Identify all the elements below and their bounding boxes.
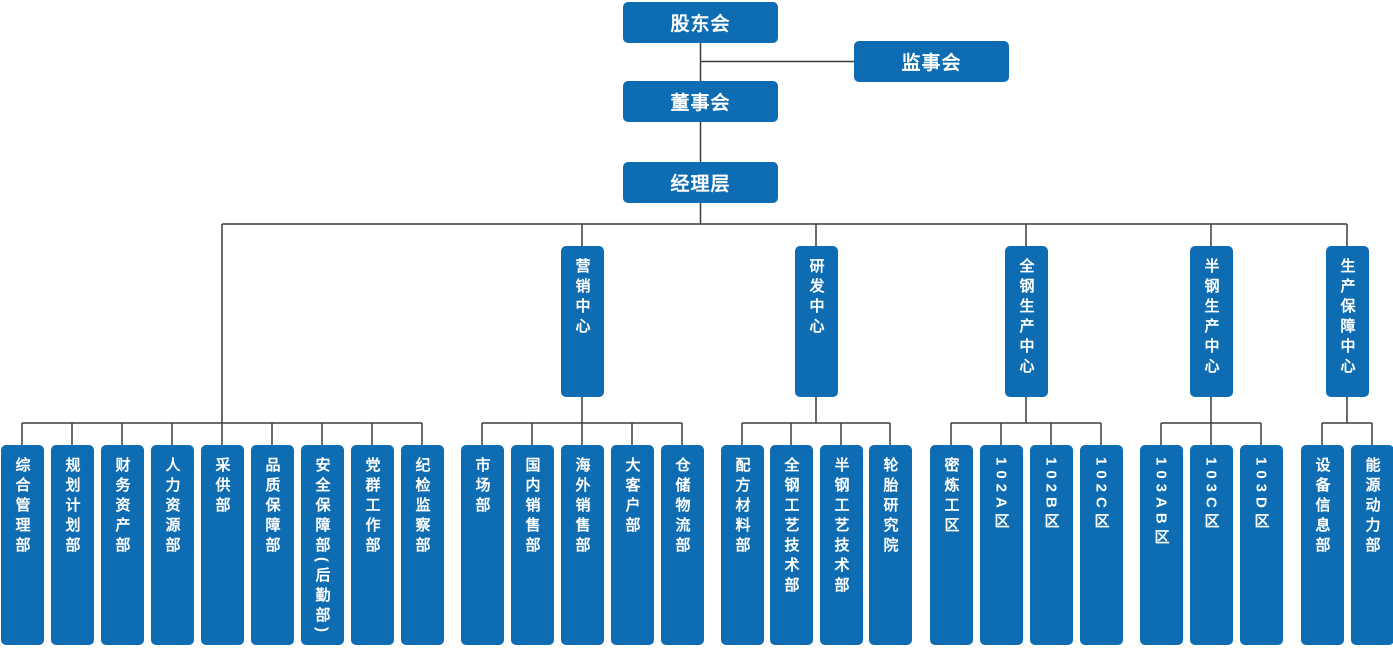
center-child-node: 103AB区: [1139, 445, 1183, 645]
functional-dept-node: 安全保障部(后勤部): [300, 445, 344, 645]
center-child-node: 轮胎研究院: [868, 445, 912, 645]
center-node: 研发中心: [794, 246, 838, 397]
center-node: 营销中心: [560, 246, 604, 397]
functional-dept-node: 品质保障部: [250, 445, 294, 645]
functional-dept-node: 规划计划部: [50, 445, 94, 645]
functional-dept-node: 纪检监察部: [400, 445, 444, 645]
center-child-node: 设备信息部: [1300, 445, 1344, 645]
center-child-node: 103C区: [1189, 445, 1233, 645]
center-node: 生产保障中心: [1325, 246, 1369, 397]
functional-dept-node: 采供部: [200, 445, 244, 645]
center-child-node: 大客户部: [610, 445, 654, 645]
center-child-node: 全钢工艺技术部: [769, 445, 813, 645]
center-node: 全钢生产中心: [1004, 246, 1048, 397]
center-child-node: 配方材料部: [720, 445, 764, 645]
center-child-node: 102B区: [1029, 445, 1073, 645]
center-child-node: 密炼工区: [929, 445, 973, 645]
center-child-node: 半钢工艺技术部: [819, 445, 863, 645]
functional-dept-node: 党群工作部: [350, 445, 394, 645]
center-node: 半钢生产中心: [1189, 246, 1233, 397]
center-child-node: 103D区: [1239, 445, 1283, 645]
node-supervisory-board: 监事会: [854, 41, 1009, 82]
node-board-of-directors: 董事会: [623, 81, 778, 122]
functional-dept-node: 人力资源部: [150, 445, 194, 645]
node-shareholders: 股东会: [623, 2, 778, 43]
center-child-node: 仓储物流部: [660, 445, 704, 645]
center-child-node: 102C区: [1079, 445, 1123, 645]
node-management: 经理层: [623, 162, 778, 203]
center-child-node: 市场部: [460, 445, 504, 645]
functional-dept-node: 财务资产部: [100, 445, 144, 645]
center-child-node: 国内销售部: [510, 445, 554, 645]
center-child-node: 102A区: [979, 445, 1023, 645]
functional-dept-node: 综合管理部: [0, 445, 44, 645]
center-child-node: 海外销售部: [560, 445, 604, 645]
center-child-node: 能源动力部: [1350, 445, 1393, 645]
